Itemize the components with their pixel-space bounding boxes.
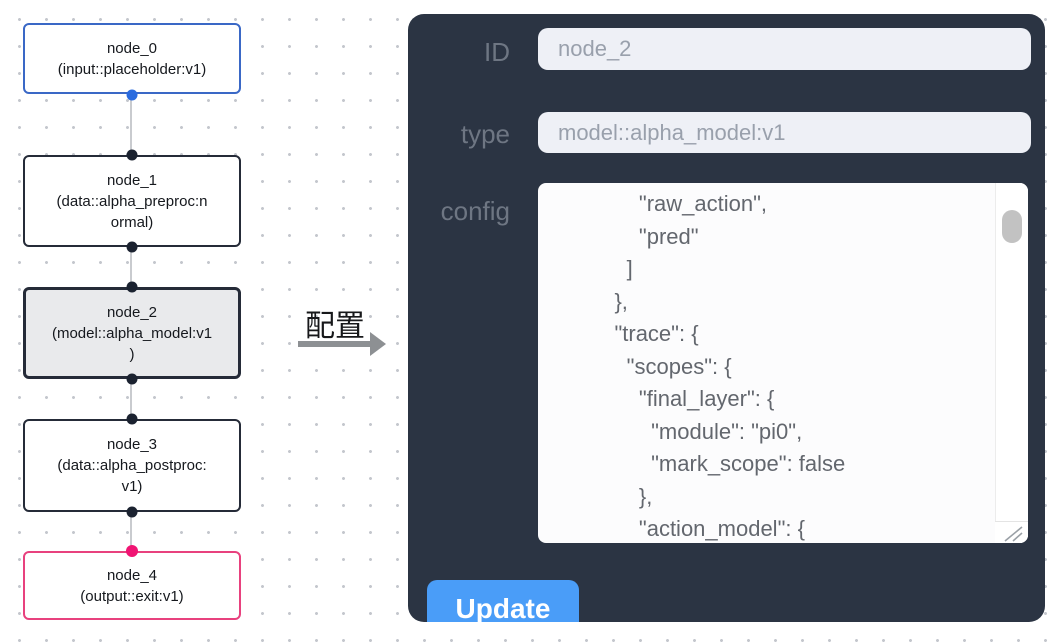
port-node0-out[interactable] bbox=[126, 89, 138, 101]
node-label: node_1 (data::alpha_preproc:n ormal) bbox=[56, 171, 208, 231]
edge-node0-node1 bbox=[130, 95, 132, 155]
configure-arrow-head-icon bbox=[370, 332, 386, 356]
node-label: node_3 (data::alpha_postproc: v1) bbox=[57, 436, 207, 495]
port-node1-in[interactable] bbox=[126, 149, 138, 161]
port-node2-out[interactable] bbox=[126, 373, 138, 385]
edge-node1-node2 bbox=[130, 247, 132, 287]
port-node2-in[interactable] bbox=[126, 281, 138, 293]
configure-arrow-label: 配置 bbox=[305, 310, 365, 343]
port-node4-in[interactable] bbox=[126, 545, 138, 557]
resize-grip-icon bbox=[1004, 526, 1023, 542]
type-field-label: type bbox=[460, 119, 510, 149]
port-node3-in[interactable] bbox=[126, 413, 138, 425]
config-field-label: config bbox=[440, 196, 510, 226]
flow-node-node_4[interactable]: node_4 (output::exit:v1) bbox=[23, 551, 241, 620]
type-input[interactable] bbox=[538, 112, 1031, 153]
flow-node-node_0[interactable]: node_0 (input::placeholder:v1) bbox=[23, 23, 241, 94]
config-scrollbar-thumb[interactable] bbox=[1002, 210, 1022, 243]
id-input[interactable] bbox=[538, 28, 1031, 70]
configure-arrow bbox=[298, 341, 370, 347]
port-node1-out[interactable] bbox=[126, 241, 138, 253]
port-node3-out[interactable] bbox=[126, 506, 138, 518]
flow-node-node_2[interactable]: node_2 (model::alpha_model:v1 ) bbox=[23, 287, 241, 379]
id-field-label: ID bbox=[484, 37, 510, 67]
config-json-text: "raw_action", "pred" ] }, "trace": { "sc… bbox=[614, 191, 846, 541]
config-editor[interactable]: "raw_action", "pred" ] }, "trace": { "sc… bbox=[538, 183, 1028, 543]
flow-node-node_3[interactable]: node_3 (data::alpha_postproc: v1) bbox=[23, 419, 241, 512]
node-label: node_0 (input::placeholder:v1) bbox=[57, 39, 207, 78]
edge-node3-node4 bbox=[130, 512, 132, 551]
flow-node-node_1[interactable]: node_1 (data::alpha_preproc:n ormal) bbox=[23, 155, 241, 247]
node-label: node_4 (output::exit:v1) bbox=[80, 566, 184, 605]
node-label: node_2 (model::alpha_model:v1 ) bbox=[51, 303, 213, 363]
resize-handle[interactable] bbox=[995, 521, 1028, 543]
node-config-panel: ID type config "raw_action", "pred" ] },… bbox=[408, 14, 1045, 622]
edge-node2-node3 bbox=[130, 379, 132, 419]
update-button[interactable]: Update bbox=[427, 580, 579, 622]
config-scrollbar[interactable] bbox=[995, 183, 1028, 543]
